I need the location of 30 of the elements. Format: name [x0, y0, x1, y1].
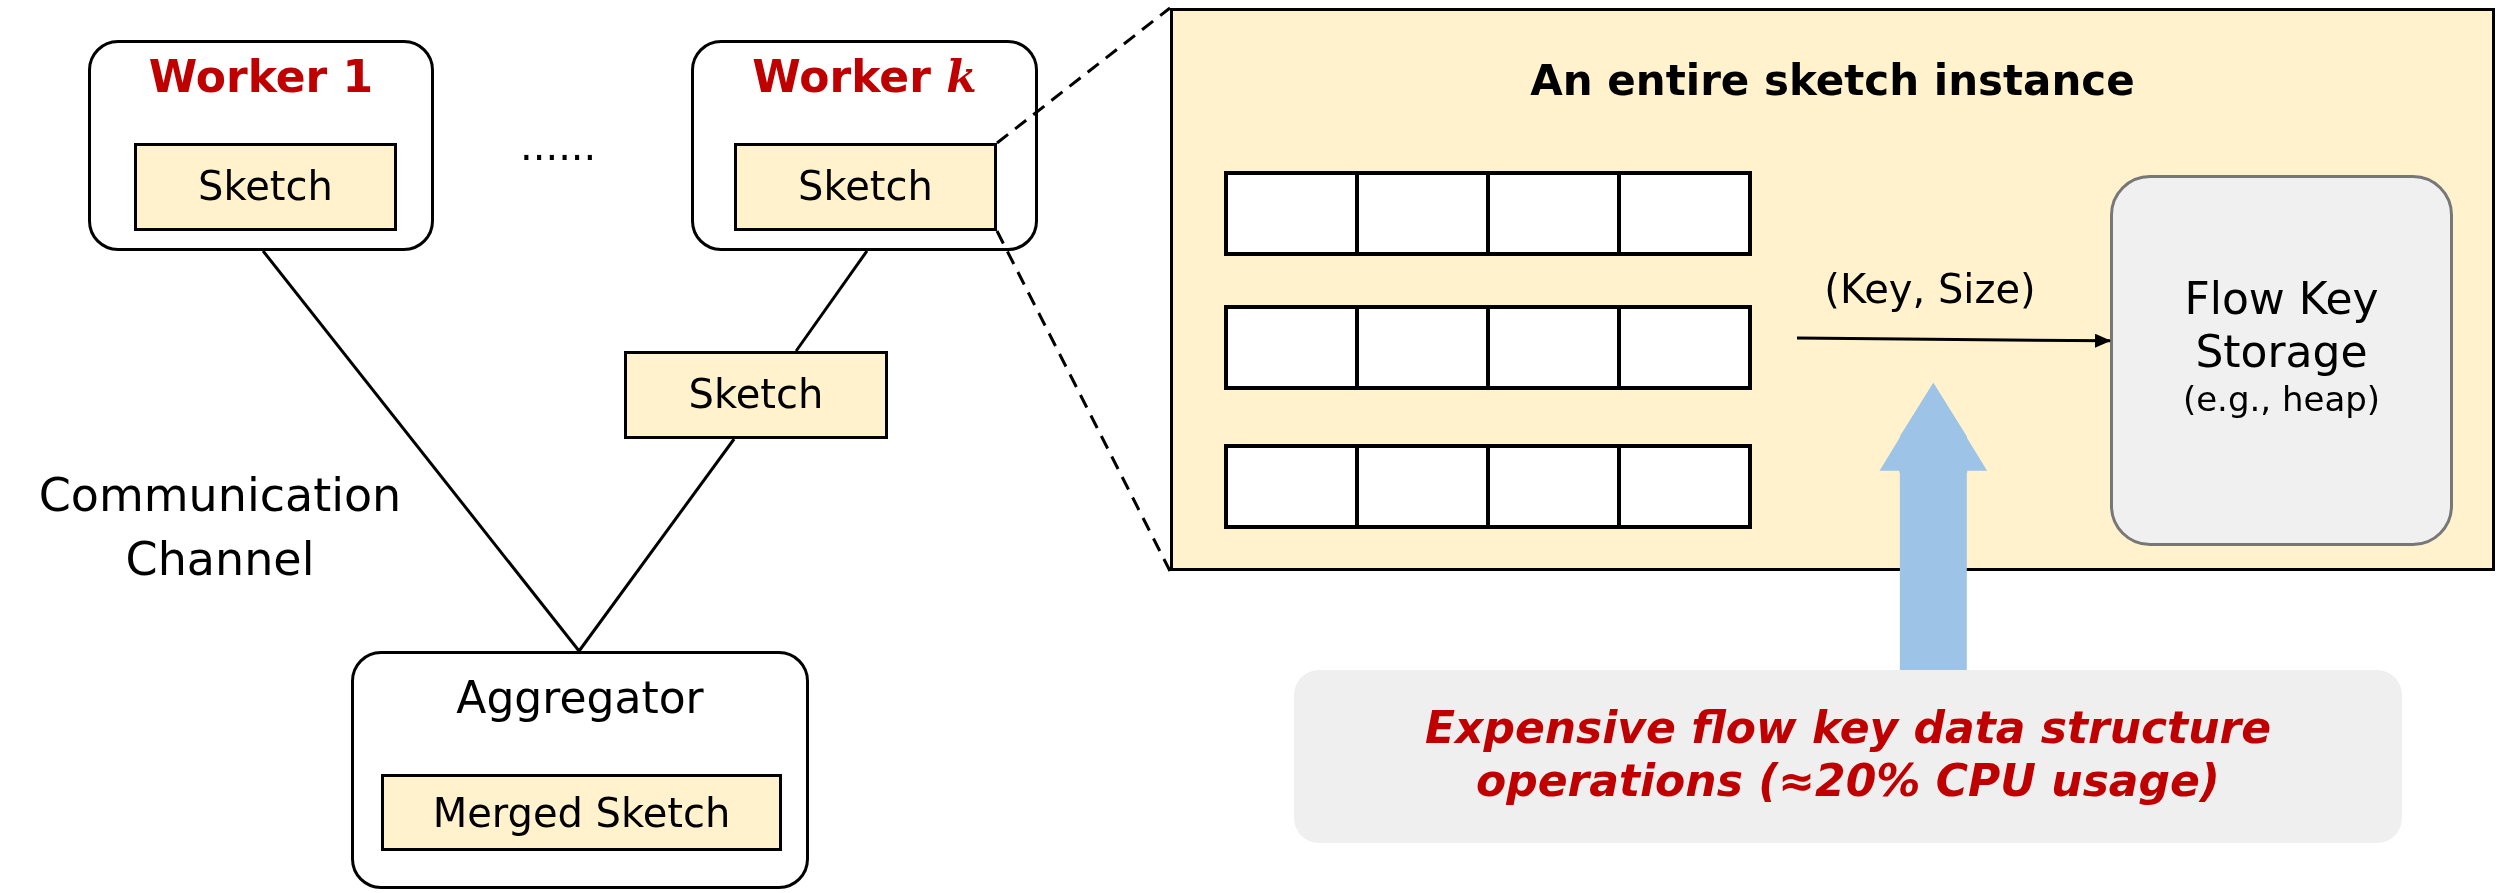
- sketch-box: [734, 143, 997, 231]
- worker-box: [88, 40, 434, 251]
- note-text: Expensive flow key data structure operations (≈20% CPU usage): [1423, 702, 2272, 808]
- box-title: Flow Key Storage: [2183, 273, 2380, 379]
- worker-title: Worker k: [751, 51, 978, 104]
- note-box: [1294, 670, 2402, 843]
- aggregator-box: [351, 651, 809, 889]
- storage-box: [2110, 175, 2453, 546]
- block-arrow: [1878, 382, 1989, 670]
- sketch-box: [134, 143, 397, 231]
- dashed-line: [995, 230, 1172, 572]
- box-label: Sketch: [687, 370, 825, 418]
- panel-title: An entire sketch instance: [1529, 56, 2136, 107]
- box-title: Aggregator: [455, 672, 705, 725]
- box-label: Sketch: [197, 162, 334, 210]
- arrow: [1797, 333, 2111, 348]
- connection-line: [577, 438, 736, 652]
- ellipsis: ......: [520, 122, 597, 171]
- channel-label: Communication Channel: [37, 467, 403, 589]
- connection-line: [261, 250, 581, 652]
- box-label: Sketch: [797, 162, 934, 210]
- box-label: Merged Sketch: [431, 789, 732, 837]
- sketch-instance-panel: [1170, 8, 2495, 571]
- merged-sketch-box: [381, 774, 782, 851]
- box-note: (e.g., heap): [2181, 378, 2382, 420]
- dashed-line: [996, 6, 1171, 145]
- worker-title: Worker 1: [147, 51, 375, 104]
- sketch-box: [624, 351, 888, 439]
- connection-line: [794, 250, 869, 352]
- worker-box: [691, 40, 1038, 251]
